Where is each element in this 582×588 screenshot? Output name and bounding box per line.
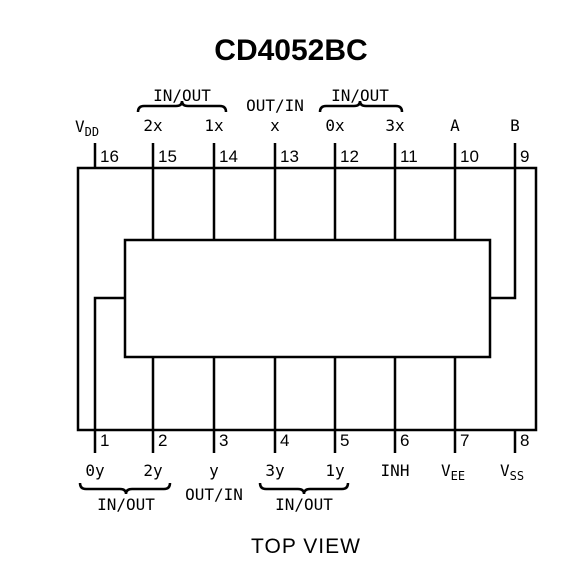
bottom-pin-numbers: 1 2 3 4 5 6 7 8 bbox=[100, 431, 529, 450]
brace-top-left bbox=[136, 100, 228, 113]
pin-4-label: 3y bbox=[265, 461, 285, 480]
pin-number: 10 bbox=[460, 147, 479, 166]
group-label-bottom-mid: OUT/IN bbox=[185, 485, 243, 504]
group-label-top-mid: OUT/IN bbox=[246, 96, 304, 115]
pin-14-label: 1x bbox=[204, 116, 224, 135]
pin-number: 2 bbox=[158, 431, 167, 450]
brace-bottom-right bbox=[258, 482, 350, 495]
pin-number: 13 bbox=[280, 147, 299, 166]
pin-subscript: SS bbox=[510, 469, 524, 483]
group-label-top-right: IN/OUT bbox=[331, 86, 389, 105]
pin-number: 3 bbox=[219, 431, 228, 450]
pin-11-label: 3x bbox=[385, 116, 405, 135]
pin-subscript: EE bbox=[451, 469, 465, 483]
pin-number: 1 bbox=[100, 431, 109, 450]
pin-number: 7 bbox=[460, 431, 469, 450]
pin-9-label: B bbox=[510, 116, 520, 135]
pin-13-label: x bbox=[270, 116, 280, 135]
pin-12-label: 0x bbox=[325, 116, 345, 135]
pin-2-label: 2y bbox=[143, 461, 163, 480]
pin-5-label: 1y bbox=[325, 461, 345, 480]
pin-symbol: V bbox=[75, 117, 85, 136]
pin-number: 14 bbox=[219, 147, 238, 166]
pin-1-line bbox=[93, 296, 125, 453]
pin-subscript: DD bbox=[85, 125, 99, 139]
top-pin-lines bbox=[93, 143, 517, 300]
pin-number: 9 bbox=[520, 147, 529, 166]
inner-die bbox=[123, 238, 492, 359]
pin-9-line bbox=[490, 143, 517, 300]
pin-6-label: INH bbox=[381, 461, 410, 480]
pin-number: 4 bbox=[280, 431, 289, 450]
pin-number: 6 bbox=[400, 431, 409, 450]
pin-16-label: VDD bbox=[75, 117, 99, 139]
pin-1-label: 0y bbox=[85, 461, 105, 480]
pin-number: 5 bbox=[340, 431, 349, 450]
top-groups: IN/OUT OUT/IN IN/OUT bbox=[136, 86, 404, 115]
view-caption: TOP VIEW bbox=[251, 535, 361, 558]
pin-10-label: A bbox=[450, 116, 460, 135]
group-label-bottom-left: IN/OUT bbox=[97, 495, 155, 514]
pin-number: 11 bbox=[400, 147, 418, 166]
pin-3-label: y bbox=[209, 461, 219, 480]
top-pin-numbers: 16 15 14 13 12 11 10 9 bbox=[100, 147, 529, 166]
pin-symbol: V bbox=[500, 461, 510, 480]
package-outline bbox=[76, 166, 538, 432]
brace-top-right bbox=[318, 100, 404, 113]
pin-number: 12 bbox=[340, 147, 359, 166]
chip-title: CD4052BC bbox=[214, 34, 367, 67]
pin-15-label: 2x bbox=[143, 116, 163, 135]
bottom-pin-lines bbox=[93, 296, 517, 453]
pin-number: 16 bbox=[100, 147, 119, 166]
pin-symbol: V bbox=[441, 461, 451, 480]
bottom-pin-labels: 0y 2y y 3y 1y INH VEE VSS bbox=[85, 461, 524, 483]
pin-8-label: VSS bbox=[500, 461, 524, 483]
brace-bottom-left bbox=[78, 482, 172, 495]
bottom-groups: IN/OUT OUT/IN IN/OUT bbox=[78, 482, 350, 514]
group-label-bottom-right: IN/OUT bbox=[275, 495, 333, 514]
group-label-top-left: IN/OUT bbox=[153, 86, 211, 105]
pin-number: 15 bbox=[158, 147, 177, 166]
pin-number: 8 bbox=[520, 431, 529, 450]
pin-7-label: VEE bbox=[441, 461, 465, 483]
top-pin-labels: VDD 2x 1x x 0x 3x A B bbox=[75, 116, 520, 139]
